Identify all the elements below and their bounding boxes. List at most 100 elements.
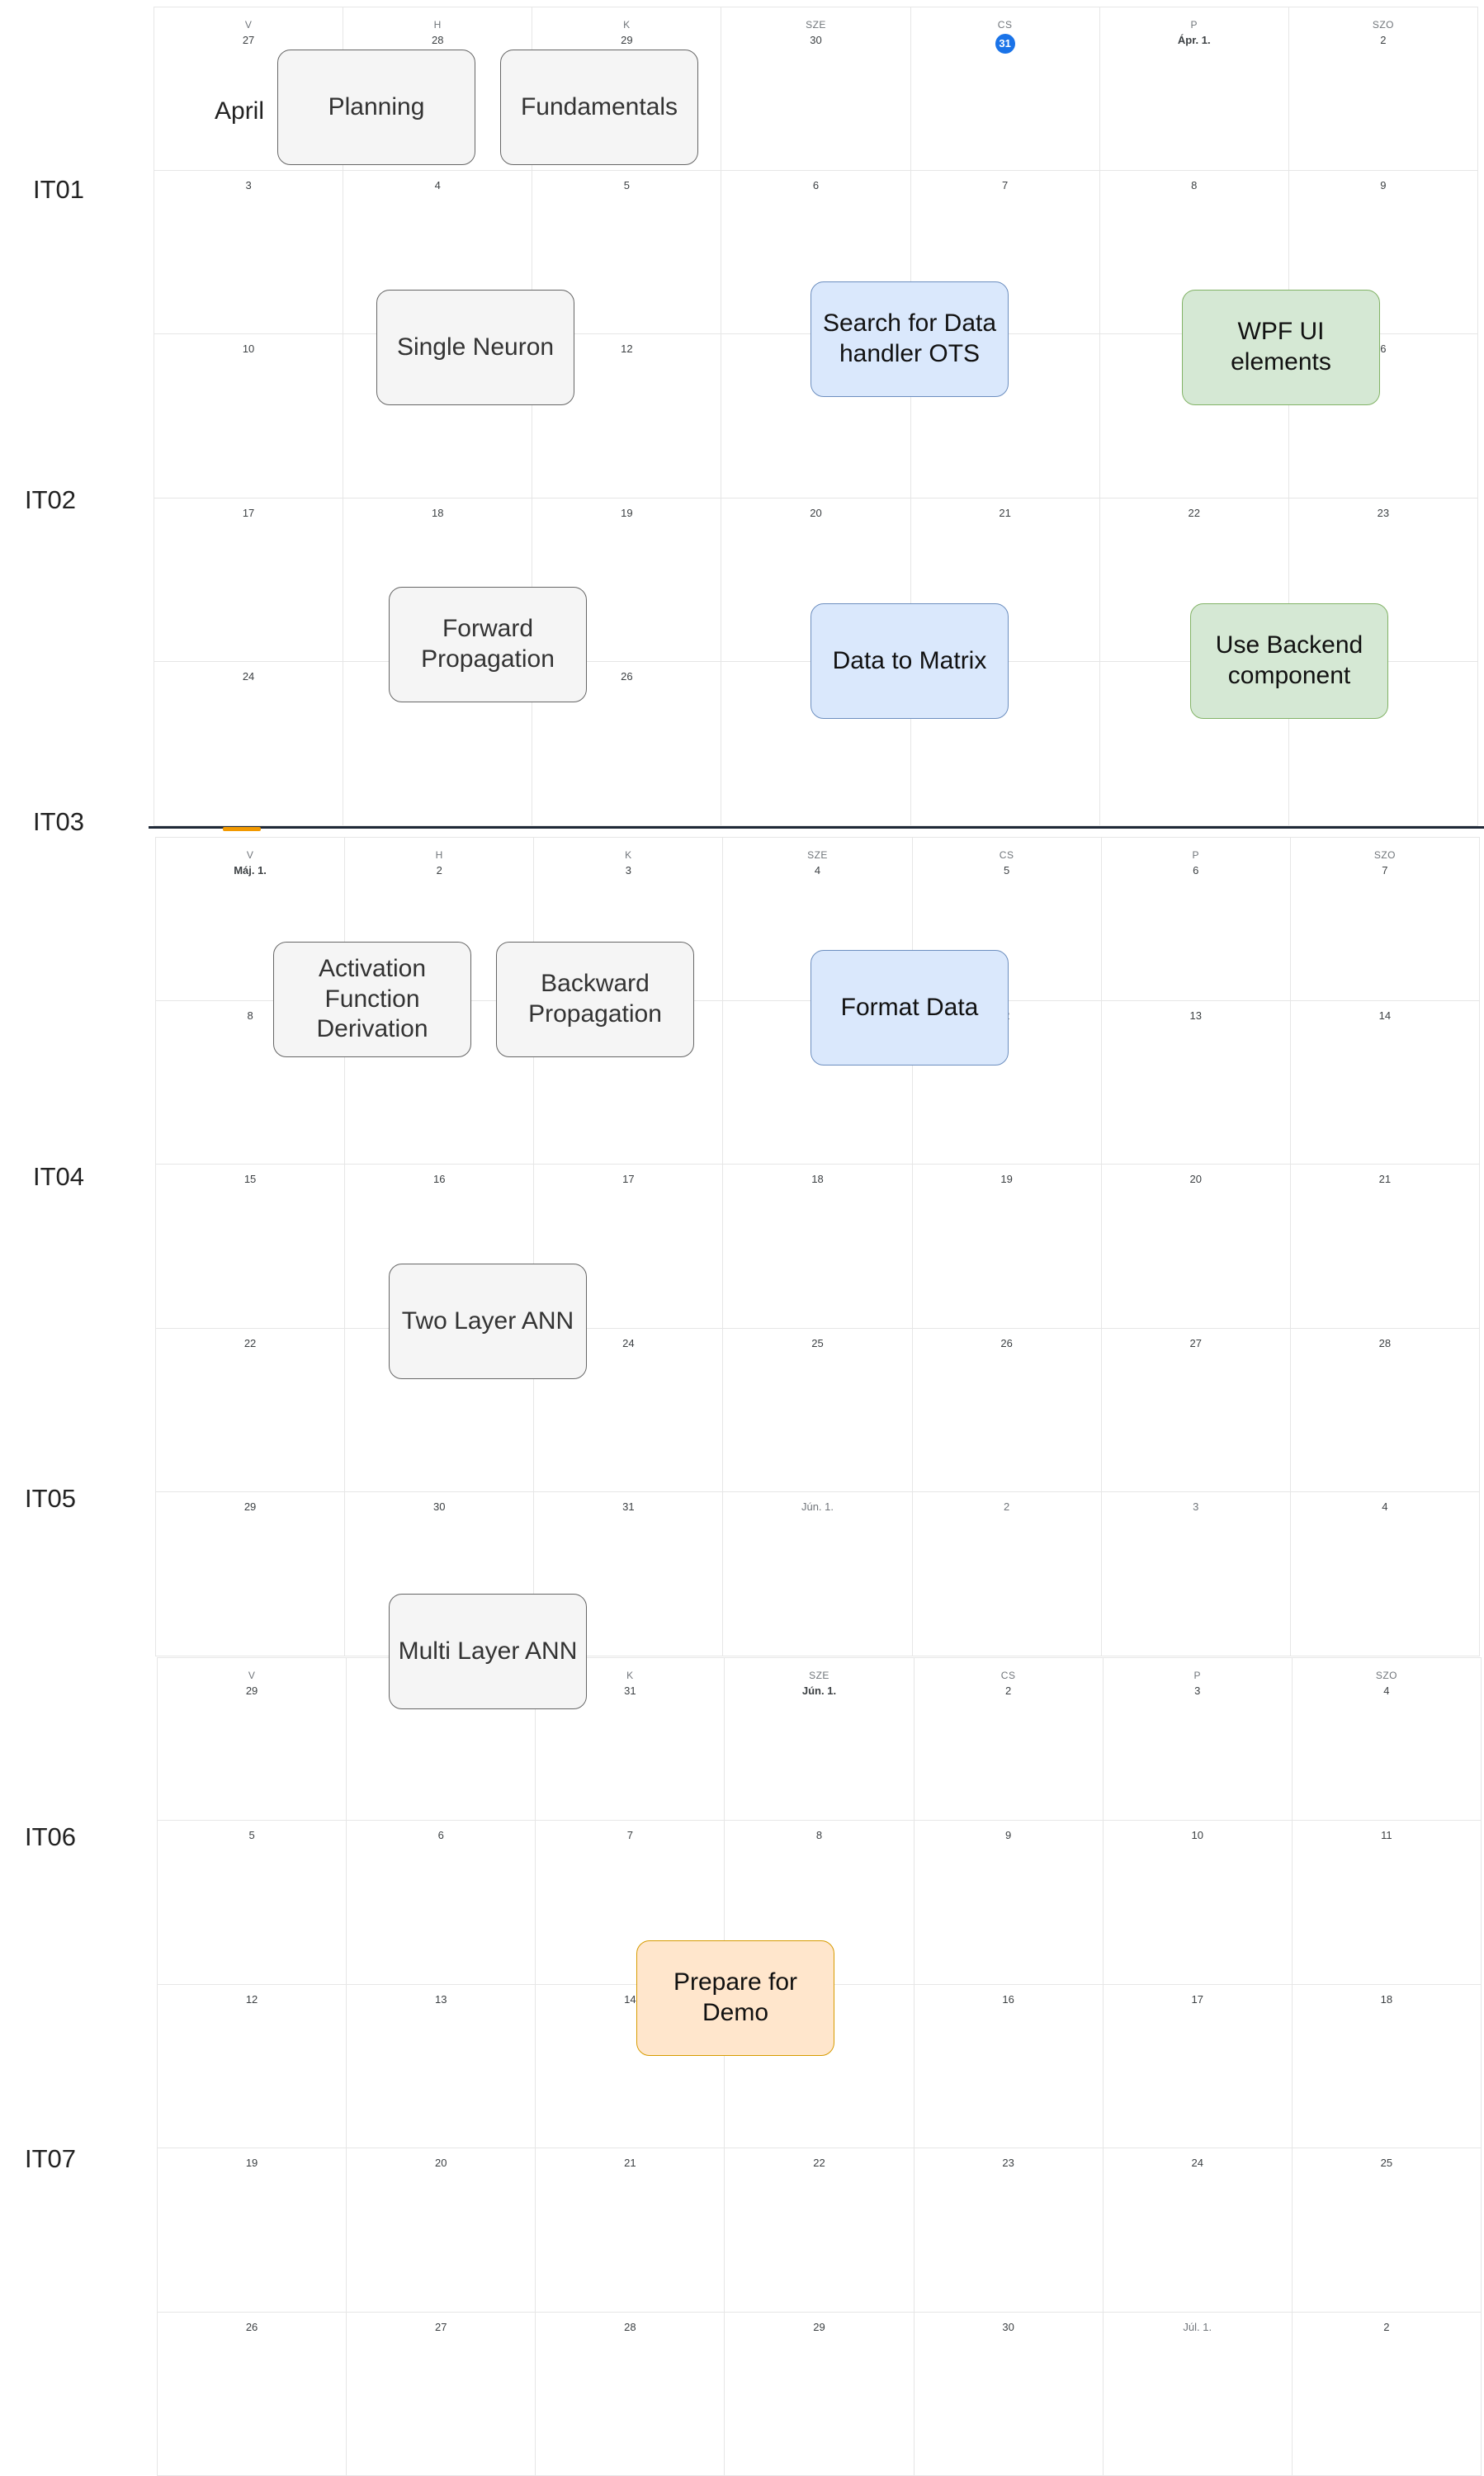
calendar-cell[interactable]: 11 — [1292, 1821, 1482, 1985]
calendar-cell[interactable]: 4 — [1290, 1492, 1480, 1656]
calendar-cell[interactable]: 28 — [536, 2312, 725, 2476]
calendar-cell[interactable]: 26 — [532, 662, 722, 826]
calendar-cell[interactable]: 22 — [725, 2148, 915, 2313]
calendar-cell[interactable]: 9 — [914, 1821, 1104, 1985]
calendar-cell[interactable]: 9 — [1288, 170, 1478, 335]
calendar-cell[interactable] — [1288, 662, 1478, 826]
weekday-header: V — [248, 1670, 256, 1681]
calendar-cell[interactable]: 14 — [1290, 1000, 1480, 1165]
calendar-cell[interactable] — [1099, 662, 1289, 826]
calendar-cell[interactable]: 21 — [536, 2148, 725, 2313]
calendar-cell[interactable]: Júl. 1. — [1103, 2312, 1293, 2476]
calendar-cell[interactable]: 26 — [158, 2312, 347, 2476]
day-number: Ápr. 1. — [1177, 34, 1211, 46]
calendar-cell[interactable]: Jún. 1. — [723, 1492, 913, 1656]
calendar-cell[interactable] — [910, 334, 1100, 499]
calendar-cell[interactable]: 16 — [914, 1984, 1104, 2149]
calendar-cell[interactable]: 2 — [912, 1492, 1102, 1656]
calendar-cell[interactable]: 29 — [725, 2312, 915, 2476]
calendar-cell[interactable]: 28 — [1290, 1328, 1480, 1493]
calendar-cell[interactable]: 12 — [158, 1984, 347, 2149]
calendar-cell[interactable]: 6 — [347, 1821, 536, 1985]
day-number: 5 — [248, 1829, 255, 1842]
day-number: 22 — [1188, 506, 1200, 519]
today-marker: 31 — [995, 34, 1015, 54]
calendar-cell[interactable]: 18 — [723, 1165, 913, 1329]
day-number: 29 — [813, 2320, 825, 2333]
calendar-cell[interactable]: 27 — [347, 2312, 536, 2476]
calendar-cell[interactable]: 24 — [534, 1328, 724, 1493]
calendar-cell[interactable]: 24 — [1103, 2148, 1293, 2313]
calendar-cell[interactable] — [721, 662, 911, 826]
calendar-cell[interactable]: 6 — [1288, 334, 1478, 499]
calendar-cell[interactable] — [343, 334, 533, 499]
calendar-cell[interactable]: 31 — [534, 1492, 724, 1656]
calendar-cell[interactable]: 13 — [1101, 1000, 1291, 1165]
calendar-cell[interactable]: 14 — [536, 1984, 725, 2149]
calendar-cell[interactable]: 24 — [154, 662, 344, 826]
calendar-cell[interactable]: 27 — [1101, 1328, 1291, 1493]
calendar-cell[interactable]: 10 — [154, 334, 344, 499]
calendar-cell[interactable] — [910, 662, 1100, 826]
calendar-cell[interactable]: 19 — [532, 498, 722, 663]
calendar-cell[interactable]: 7 — [536, 1821, 725, 1985]
calendar-cell[interactable]: 22 — [156, 1328, 346, 1493]
calendar-cell[interactable]: 12 — [532, 334, 722, 499]
calendar-cell[interactable] — [534, 1000, 724, 1165]
calendar-cell[interactable]: 2 — [1292, 2312, 1482, 2476]
calendar-cell[interactable]: 3 — [1101, 1492, 1291, 1656]
calendar-cell[interactable]: 19 — [158, 2148, 347, 2313]
calendar-cell[interactable]: 5 — [158, 1821, 347, 1985]
weekday-header: K — [623, 19, 631, 31]
day-number: 28 — [1378, 1336, 1392, 1349]
calendar-cell[interactable]: 17 — [154, 498, 344, 663]
calendar-cell[interactable]: 25 — [1292, 2148, 1482, 2313]
day-number: 19 — [245, 2157, 258, 2170]
calendar-cell[interactable]: 8 — [156, 1000, 346, 1165]
task-wpf-ui-elements: WPF UI elements — [1182, 290, 1380, 405]
calendar-cell[interactable]: 29 — [156, 1492, 346, 1656]
calendar-cell[interactable]: 18 — [1292, 1984, 1482, 2149]
calendar-cell[interactable]: 13 — [347, 1984, 536, 2149]
calendar-cell[interactable]: 26 — [912, 1328, 1102, 1493]
calendar-cell[interactable]: 3 — [154, 170, 344, 335]
calendar-cell[interactable]: 17 — [534, 1165, 724, 1329]
calendar-cell[interactable] — [721, 334, 911, 499]
calendar-cell[interactable]: 23 — [914, 2148, 1104, 2313]
calendar-cell[interactable]: 30 — [914, 2312, 1104, 2476]
day-number: 8 — [1191, 178, 1198, 191]
calendar-cell[interactable] — [725, 1984, 915, 2149]
weekday-header: H — [435, 849, 443, 861]
calendar-cell[interactable]: 19 — [912, 1165, 1102, 1329]
calendar-cell[interactable]: 20 — [347, 2148, 536, 2313]
calendar-cell[interactable]: 25 — [723, 1328, 913, 1493]
day-number: 17 — [242, 506, 255, 519]
calendar-cell[interactable] — [343, 662, 533, 826]
calendar-cell[interactable]: 17 — [1103, 1984, 1293, 2149]
calendar-cell[interactable] — [1099, 334, 1289, 499]
calendar-cell[interactable]: 10 — [1103, 1821, 1293, 1985]
calendar-cell[interactable] — [345, 1000, 535, 1165]
calendar-cell[interactable]: 5 — [532, 170, 722, 335]
calendar-cell[interactable]: 20 — [1101, 1165, 1291, 1329]
calendar-cell[interactable]: 21 — [1290, 1165, 1480, 1329]
weekday-header: SZO — [1372, 19, 1394, 31]
calendar-cell[interactable]: 15 — [156, 1165, 346, 1329]
calendar-cell[interactable] — [345, 1328, 535, 1493]
day-number: 10 — [1191, 1829, 1203, 1842]
calendar-cell[interactable] — [723, 1000, 913, 1165]
